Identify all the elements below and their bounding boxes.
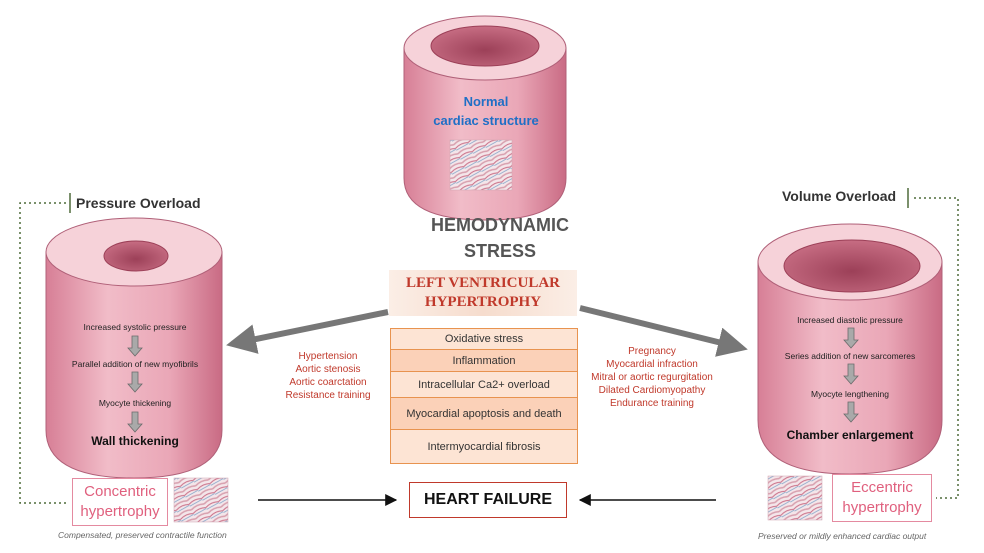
normal-heart-illustration bbox=[403, 15, 567, 221]
pressure-dotted-bracket bbox=[19, 193, 71, 504]
mechanism-box: Intermyocardial fibrosis bbox=[390, 430, 578, 464]
heart-failure-box: HEART FAILURE bbox=[409, 482, 567, 518]
mechanism-box: Oxidative stress bbox=[390, 328, 578, 350]
hemodynamic-stress-title: HEMODYNAMIC STRESS bbox=[380, 214, 620, 262]
lvh-line2: HYPERTROPHY bbox=[424, 294, 542, 310]
cause-item: Aortic coarctation bbox=[289, 377, 367, 388]
lvh-line1: LEFT VENTRICULAR bbox=[405, 275, 561, 291]
cause-item: Endurance training bbox=[610, 398, 694, 409]
pressure-causes-list: Hypertension Aortic stenosis Aortic coar… bbox=[276, 350, 380, 402]
eccentric-note: Preserved or mildly enhanced cardiac out… bbox=[758, 531, 927, 541]
cause-item: Myocardial infraction bbox=[606, 359, 698, 370]
volume-overload-title: Volume Overload bbox=[782, 188, 897, 204]
cause-item: Resistance training bbox=[285, 390, 371, 401]
normal-tissue-thumbnail bbox=[449, 139, 513, 191]
volume-step-1: Increased diastolic pressure bbox=[797, 315, 903, 325]
arrow-to-pressure-overload bbox=[226, 309, 389, 354]
arrow-to-volume-overload bbox=[579, 305, 748, 357]
cause-item: Dilated Cardiomyopathy bbox=[598, 385, 706, 396]
pressure-step-1: Increased systolic pressure bbox=[83, 322, 187, 332]
mechanism-box: Myocardial apoptosis and death bbox=[390, 398, 578, 430]
stress-line2: STRESS bbox=[463, 241, 537, 261]
pressure-step-2: Parallel addition of new myofibrils bbox=[71, 359, 199, 369]
volume-step-arrows bbox=[843, 327, 859, 423]
volume-result: Chamber enlargement bbox=[786, 428, 914, 442]
lvh-banner: LEFT VENTRICULAR HYPERTROPHY bbox=[389, 270, 577, 316]
concentric-line2: hypertrophy bbox=[80, 503, 160, 520]
pressure-step-arrows bbox=[127, 335, 143, 433]
mechanism-box: Inflammation bbox=[390, 350, 578, 372]
mechanism-box: Intracellular Ca2+ overload bbox=[390, 372, 578, 398]
eccentric-hypertrophy-box: Eccentric hypertrophy bbox=[832, 474, 932, 522]
normal-label-line2: cardiac structure bbox=[433, 113, 539, 128]
concentric-hypertrophy-box: Concentric hypertrophy bbox=[72, 478, 168, 526]
concentric-note: Compensated, preserved contractile funct… bbox=[58, 530, 227, 540]
pressure-result: Wall thickening bbox=[91, 434, 179, 448]
eccentric-line1: Eccentric bbox=[851, 479, 913, 496]
concentric-line1: Concentric bbox=[84, 483, 156, 500]
eccentric-line2: hypertrophy bbox=[842, 499, 922, 516]
volume-causes-list: Pregnancy Myocardial infraction Mitral o… bbox=[582, 345, 722, 410]
pressure-overload-title: Pressure Overload bbox=[76, 195, 201, 211]
eccentric-tissue-thumbnail bbox=[767, 475, 823, 521]
cause-item: Aortic stenosis bbox=[295, 364, 361, 375]
normal-structure-label: Normal cardiac structure bbox=[416, 92, 556, 130]
concentric-tissue-thumbnail bbox=[173, 477, 229, 523]
cause-item: Mitral or aortic regurgitation bbox=[591, 372, 713, 383]
volume-dotted-bracket bbox=[907, 188, 959, 499]
stress-line1: HEMODYNAMIC bbox=[431, 215, 569, 235]
normal-label-line1: Normal bbox=[463, 94, 509, 109]
cause-item: Hypertension bbox=[298, 351, 358, 362]
cause-item: Pregnancy bbox=[628, 346, 676, 357]
volume-step-3: Myocyte lengthening bbox=[811, 389, 889, 399]
volume-step-2: Series addition of new sarcomeres bbox=[784, 351, 916, 361]
pressure-step-3: Myocyte thickening bbox=[98, 398, 172, 408]
pressure-overload-heart bbox=[45, 217, 223, 479]
